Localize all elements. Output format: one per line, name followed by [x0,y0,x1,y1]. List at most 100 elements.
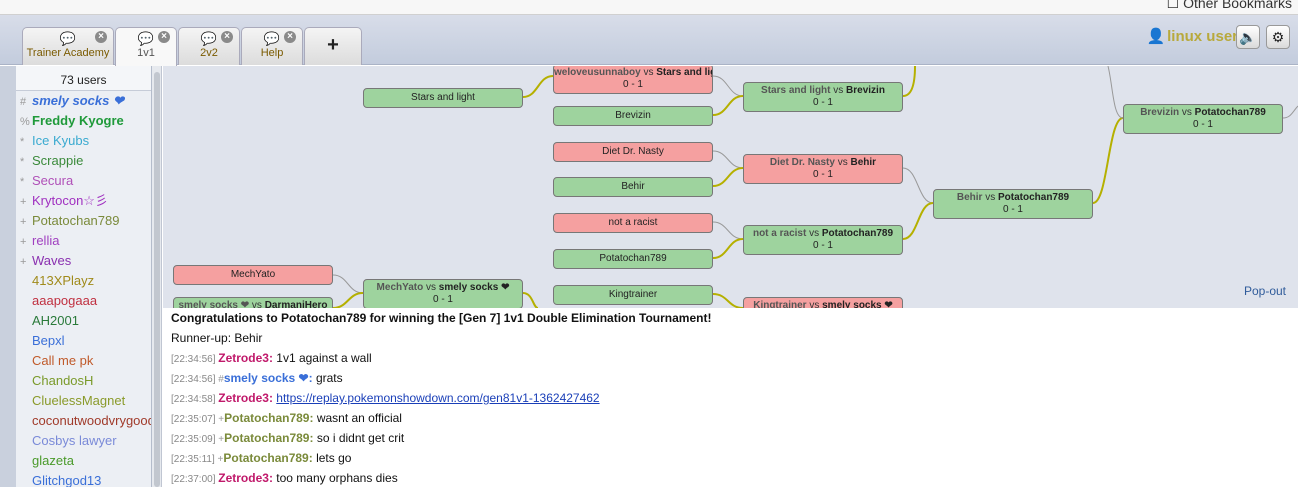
chat-bubbles-icon: 💬 [263,31,281,46]
user-name: Glitchgod13 [32,473,102,487]
tab-2v2[interactable]: 💬 2v2 × [178,27,240,65]
user-count: 73 users [16,66,151,91]
popout-link[interactable]: Pop-out [1243,284,1286,298]
close-icon[interactable]: × [158,31,170,43]
user-name: Waves [32,253,72,268]
chat-rank-symbol: + [218,434,225,445]
tab-1v1[interactable]: 💬 1v1 × [115,27,177,66]
chat-username[interactable]: Potatochan789: [224,431,317,445]
other-bookmarks-label: Other Bookmarks [1183,0,1292,11]
tab-trainer-academy[interactable]: 💬 Trainer Academy × [22,27,114,65]
user-rank-symbol: + [20,196,27,208]
close-icon[interactable]: × [284,31,296,43]
user-name: rellia [32,233,60,248]
userlist-item[interactable]: +Potatochan789 [16,211,151,231]
user-name: Krytocon☆彡 [32,193,108,208]
userlist-scroll-thumb[interactable] [154,72,160,487]
userlist-item[interactable]: *Scrappie [16,151,151,171]
userlist-item[interactable]: aaapogaaa [16,291,151,311]
bracket-player-node[interactable]: Kingtrainer [553,285,713,305]
userlist-item[interactable]: ChandosH [16,371,151,391]
match-score: 0 - 1 [1192,119,1213,130]
chat-username[interactable]: Zetrode3: [218,391,277,405]
userlist-item[interactable]: + Waves [16,251,151,271]
user-name: glazeta [32,453,74,468]
userlist-item[interactable]: AH2001 [16,311,151,331]
chat-username[interactable]: Zetrode3: [218,471,277,485]
match-player-2: Potatochan789 [1194,107,1266,118]
chat-text: grats [315,371,343,385]
bracket-match[interactable]: Kingtrainer vs smely socks ❤ [743,297,903,308]
sound-button[interactable]: 🔈 [1236,25,1260,49]
runner-up-text: Runner-up: Behir [171,331,263,345]
bracket-match[interactable]: weloveusunnaboy vs Stars and light0 - 1 [553,66,713,94]
bracket-player-node[interactable]: Potatochan789 [553,249,713,269]
chat-username[interactable]: Zetrode3: [218,351,277,365]
chat-timestamp: [22:34:56] [171,374,219,385]
bracket-player-node[interactable]: MechYato [173,265,333,285]
userlist-item[interactable]: Call me pk [16,351,151,371]
user-rank-symbol: * [20,176,25,188]
close-icon[interactable]: × [95,31,107,43]
new-tab-button[interactable]: + [304,27,362,65]
settings-button[interactable]: ⚙ [1266,25,1290,49]
room-list-strip [0,66,16,487]
chat-message: [22:34:56] Zetrode3: 1v1 against a wall [171,348,1298,368]
match-player-2: Stars and light [656,67,712,78]
close-icon[interactable]: × [221,31,233,43]
bracket-match[interactable]: MechYato vs smely socks ❤0 - 1 [363,279,523,308]
userlist-item[interactable]: CluelessMagnet [16,391,151,411]
userlist-item[interactable]: *Ice Kyubs [16,131,151,151]
tab-help[interactable]: 💬 Help × [241,27,303,65]
user-rank-symbol: + [20,256,27,268]
chat-text: so i didnt get crit [316,431,405,445]
user-menu[interactable]: 👤linux user [1146,27,1238,45]
user-name: CluelessMagnet [32,393,126,408]
userlist-item[interactable]: Bepxl [16,331,151,351]
chat-rank-symbol: + [217,454,224,465]
vs-label: vs [806,228,822,239]
user-rank-symbol: * [20,136,25,148]
speaker-icon: 🔈 [1239,29,1257,45]
vs-label: vs [249,300,265,308]
user-name: ChandosH [32,373,94,388]
bracket-player-node[interactable]: Behir [553,177,713,197]
chat-username[interactable]: smely socks ❤: [223,371,316,385]
userlist-item[interactable]: Cosbys lawyer [16,431,151,451]
chat-username[interactable]: Potatochan789: [223,451,317,465]
match-player-1: not a racist [752,228,807,239]
bracket-player-node[interactable]: Stars and light [363,88,523,108]
chat-message: [22:35:07] +Potatochan789: wasnt an offi… [171,408,1298,428]
chat-text: 1v1 against a wall [276,351,372,365]
chat-username[interactable]: Potatochan789: [224,411,317,425]
bracket-player-node[interactable]: Brevizin [553,106,713,126]
userlist-item[interactable]: #smely socks ❤ [16,91,151,111]
match-player-1: Kingtrainer [753,300,807,308]
match-player-1: weloveusunnaboy [554,67,641,78]
bracket-player-node[interactable]: Diet Dr. Nasty [553,142,713,162]
other-bookmarks-link[interactable]: ☐ Other Bookmarks [1167,0,1292,12]
userlist-item[interactable]: Glitchgod13 [16,471,151,487]
userlist-item[interactable]: glazeta [16,451,151,471]
bracket-player-node[interactable]: not a racist [553,213,713,233]
userlist-item[interactable]: %Freddy Kyogre [16,111,151,131]
userlist-item[interactable]: + Krytocon☆彡 [16,191,151,211]
match-player-2: Behir [850,157,877,168]
userlist-item[interactable]: coconutwoodvrygood [16,411,151,431]
match-score: 0 - 1 [1002,204,1023,215]
match-score: 0 - 1 [432,294,453,305]
chat-timestamp: [22:34:56] [171,354,219,365]
chat-timestamp: [22:35:09] [171,434,219,445]
replay-link[interactable]: https://replay.pokemonshowdown.com/gen81… [276,391,600,405]
userlist-item[interactable]: 413XPlayz [16,271,151,291]
match-score: 0 - 1 [812,240,833,251]
userlist-item[interactable]: *Secura [16,171,151,191]
userlist-item[interactable]: +rellia [16,231,151,251]
bracket-match[interactable]: smely socks ❤ vs DarmaniHero [173,297,333,308]
